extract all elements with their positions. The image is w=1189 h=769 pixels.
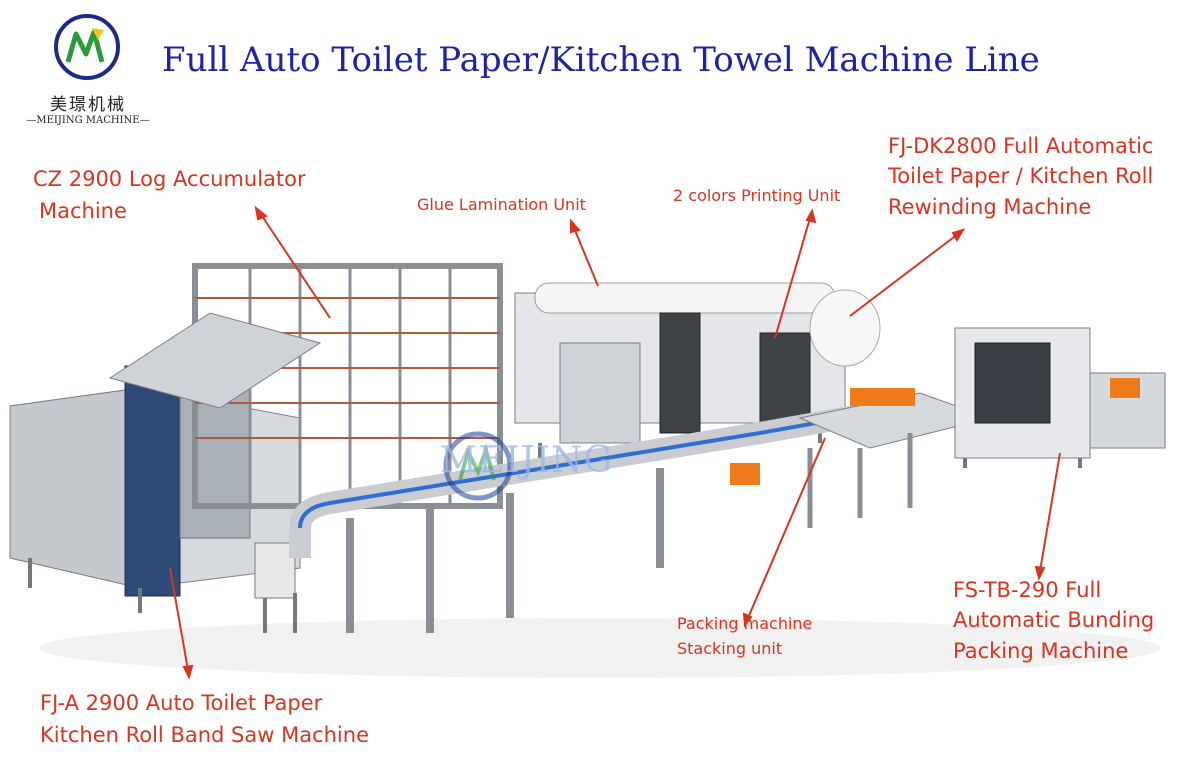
band-saw-machine (9, 365, 301, 633)
label-packing-stacking: Packing machine Stacking unit (677, 612, 812, 662)
label-bunding-packing: FS-TB-290 Full Automatic Bunding Packing… (953, 575, 1154, 666)
logo-english-name: —MEIJING MACHINE— (26, 115, 150, 126)
logo-emblem-icon (54, 14, 120, 80)
label-glue-lamination: Glue Lamination Unit (417, 195, 586, 214)
page-title: Full Auto Toilet Paper/Kitchen Towel Mac… (162, 40, 1040, 80)
watermark-text: MEIJING (440, 440, 614, 481)
label-rewinding-line2: Toilet Paper / Kitchen Roll (888, 164, 1154, 189)
label-log-accumulator: CZ 2900 Log Accumulator Machine (33, 164, 306, 227)
label-band-saw: FJ-A 2900 Auto Toilet Paper Kitchen Roll… (40, 688, 369, 751)
label-printing-unit: 2 colors Printing Unit (673, 186, 841, 205)
label-bunding-line1: FS-TB-290 Full (953, 578, 1102, 602)
label-band-saw-line1: FJ-A 2900 Auto Toilet Paper (40, 691, 323, 715)
logo-chinese-name: 美璟机械 (50, 95, 126, 115)
label-band-saw-line2: Kitchen Roll Band Saw Machine (40, 722, 369, 747)
watermark-emblem-icon (443, 431, 513, 501)
label-bunding-line3: Packing Machine (953, 638, 1129, 663)
label-packing-line2: Stacking unit (677, 638, 783, 658)
label-rewinding-line1: FJ-DK2800 Full Automatic (888, 134, 1154, 158)
label-bunding-line2: Automatic Bunding (953, 608, 1155, 633)
label-rewinding-machine: FJ-DK2800 Full Automatic Toilet Paper / … (888, 131, 1153, 222)
label-packing-line1: Packing machine (677, 614, 813, 633)
label-log-accumulator-line2: Machine (39, 198, 127, 223)
callout-arrows (169, 205, 1061, 680)
bunding-packing-machine (954, 327, 1166, 468)
stacking-unit (798, 388, 992, 528)
rewinding-machine (514, 282, 881, 463)
company-logo: 美璟机械 —MEIJING MACHINE— (18, 14, 158, 134)
label-rewinding-line3: Rewinding Machine (888, 194, 1092, 219)
conveyor-line (289, 397, 902, 633)
machine-line-photo (9, 205, 1166, 680)
label-log-accumulator-line1: CZ 2900 Log Accumulator (33, 167, 306, 191)
